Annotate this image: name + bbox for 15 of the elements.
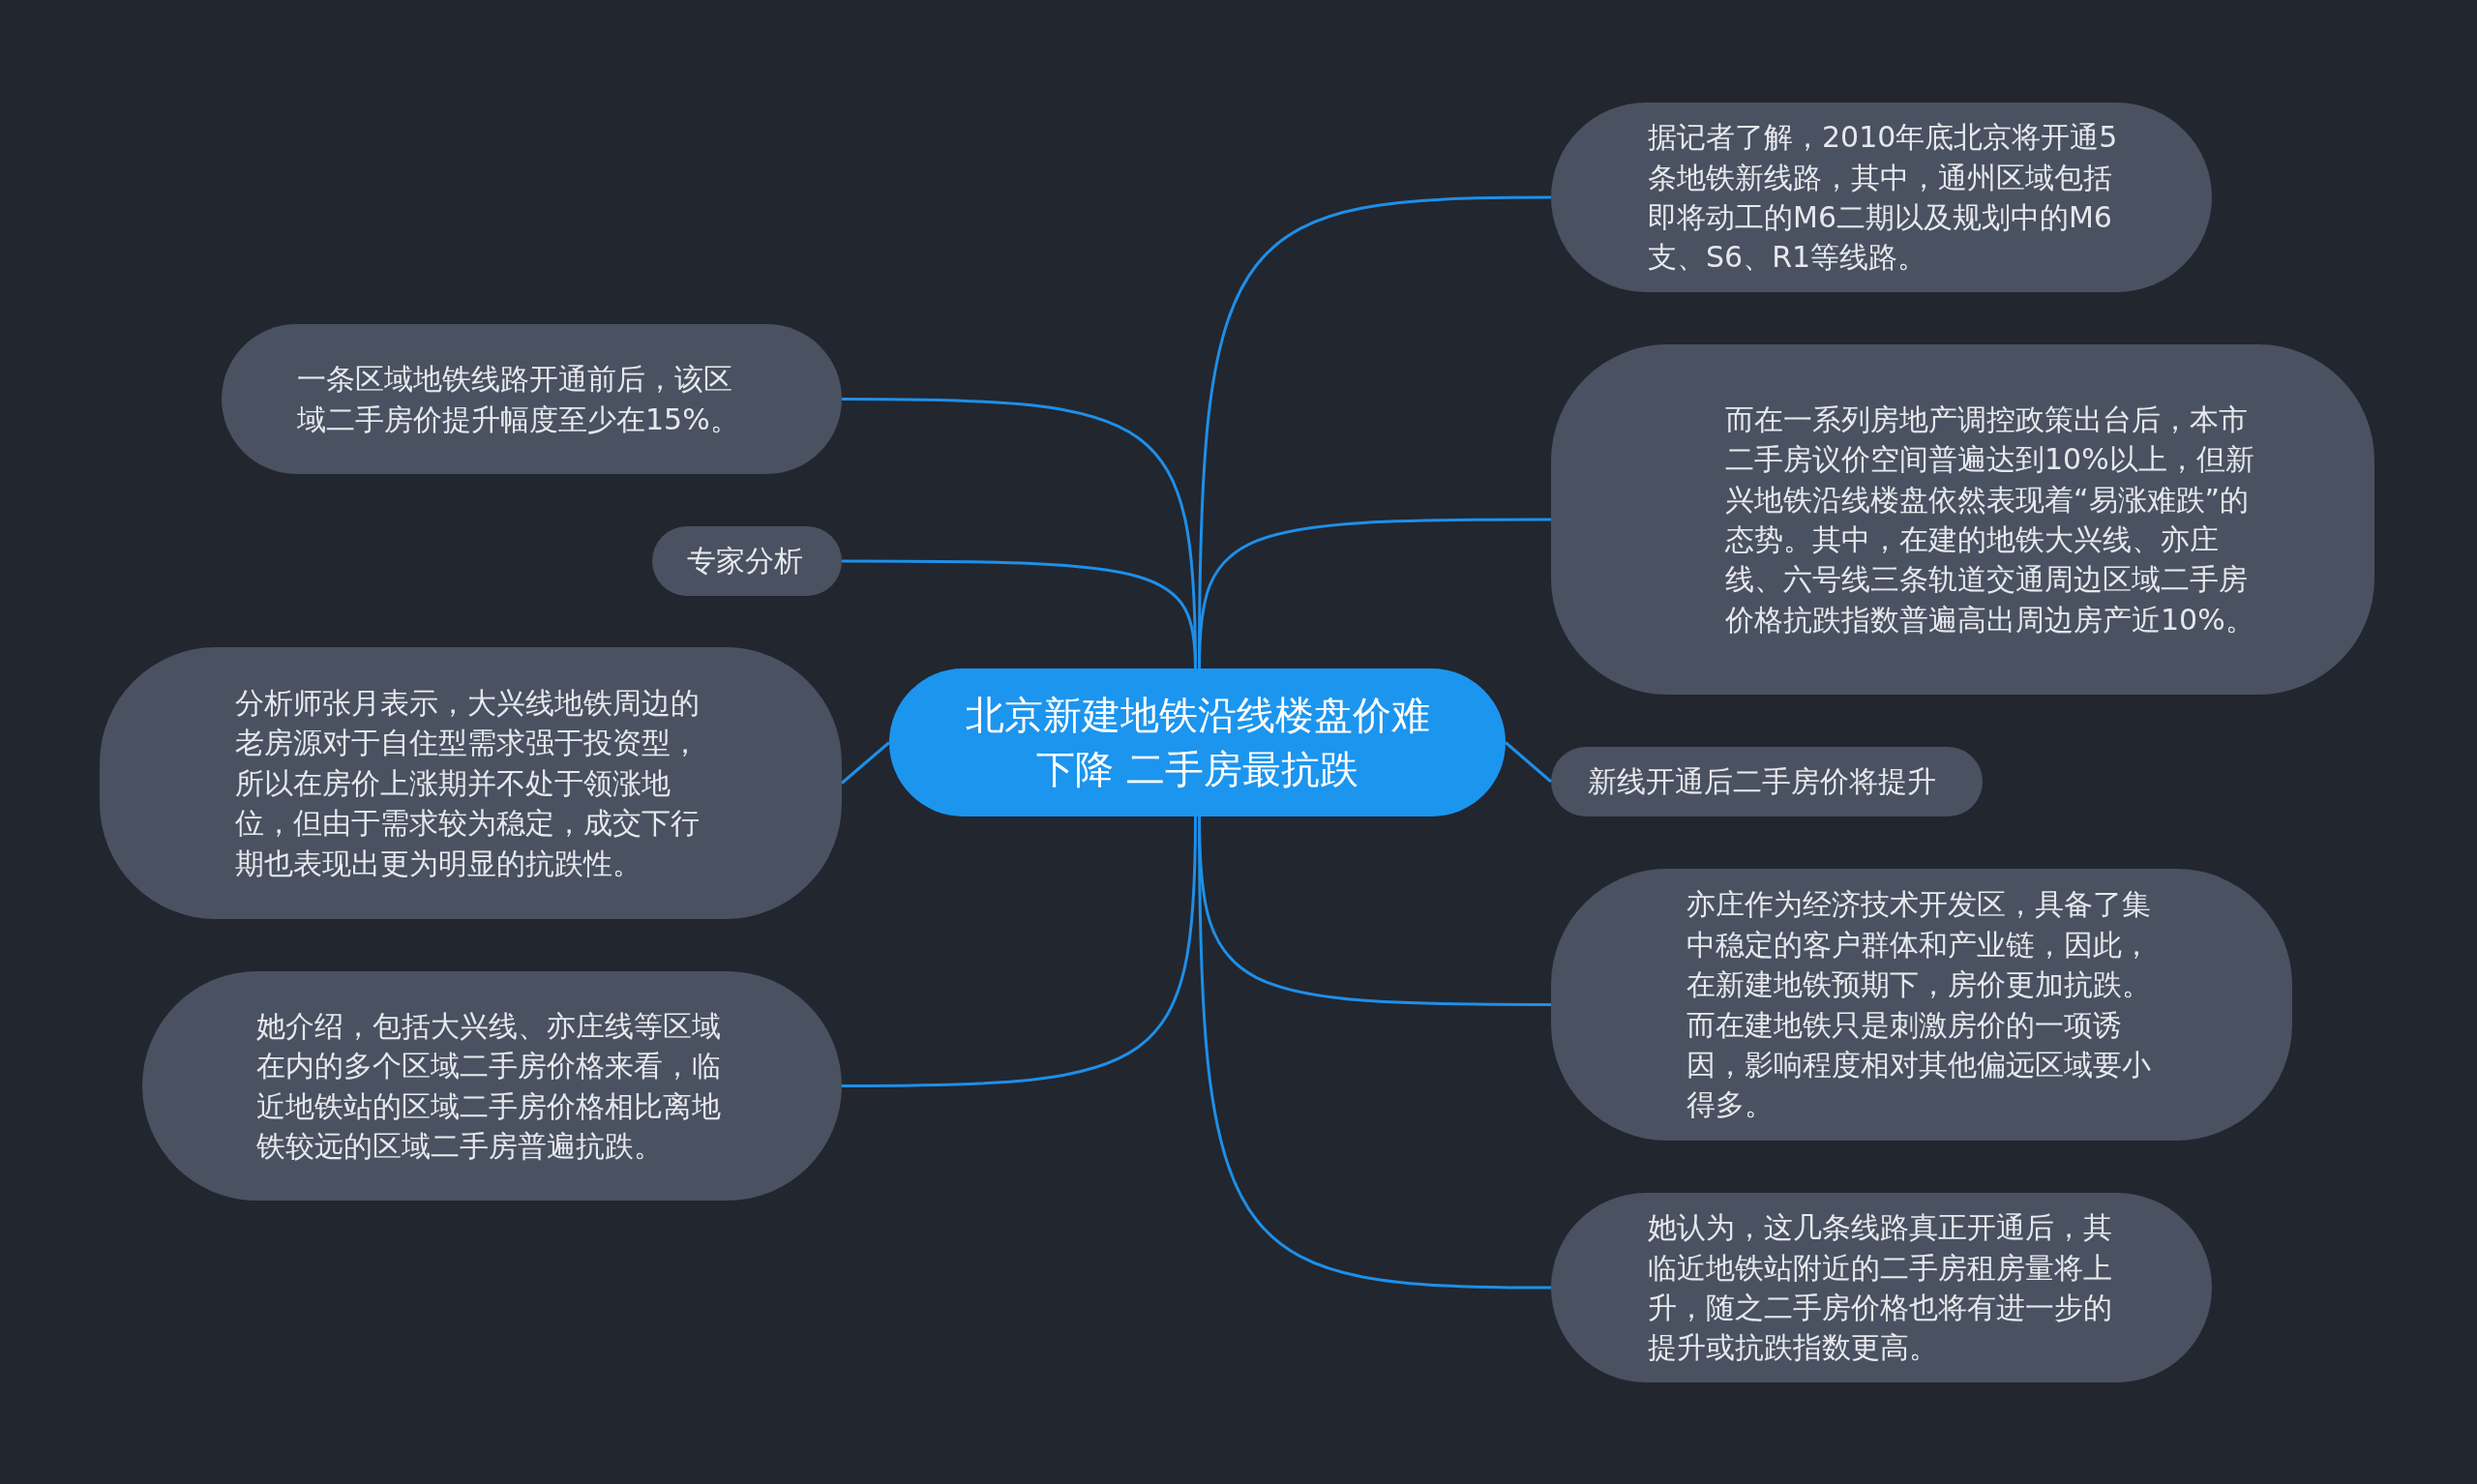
connector-line bbox=[842, 816, 1197, 1087]
connector-line bbox=[1505, 741, 1552, 784]
connector-line bbox=[841, 741, 890, 785]
topic-node: 她认为，这几条线路真正开通后，其临近地铁站附近的二手房租房量将上升，随之二手房价格也将有进一步的提升或抗跌指数更高。 bbox=[1551, 1193, 2212, 1382]
topic-node: 一条区域地铁线路开通前后，该区域二手房价提升幅度至少在15%。 bbox=[222, 324, 842, 474]
topic-node: 她介绍，包括大兴线、亦庄线等区域在内的多个区域二手房价格来看，临近地铁站的区域二手房价格相比离地铁较远的区域二手房普遍抗跌。 bbox=[142, 971, 842, 1201]
central-topic-node: 北京新建地铁沿线楼盘价难下降 二手房最抗跌 bbox=[889, 668, 1506, 816]
connector-line bbox=[842, 559, 1197, 669]
topic-node: 新线开通后二手房价将提升 bbox=[1551, 747, 1983, 816]
topic-node: 分析师张月表示，大兴线地铁周边的老房源对于自住型需求强于投资型，所以在房价上涨期并不处于领涨地位，但由于需求较为稳定，成交下行期也表现出更为明显的抗跌性。 bbox=[100, 647, 842, 919]
topic-node: 专家分析 bbox=[652, 526, 842, 596]
topic-node: 而在一系列房地产调控政策出台后，本市二手房议价空间普遍达到10%以上，但新兴地铁沿线楼盘依然表现着“易涨难跌”的态势。其中，在建的地铁大兴线、亦庄线、六号线三条轨道交通周边区域二手房价格抗跌指数普遍高出周边房产近10%。 bbox=[1551, 344, 2374, 695]
connector-line bbox=[1198, 816, 1551, 1290]
topic-node: 亦庄作为经济技术开发区，具备了集中稳定的客户群体和产业链，因此，在新建地铁预期下，房价更加抗跌。而在建地铁只是刺激房价的一项诱因，影响程度相对其他偏远区域要小得多。 bbox=[1551, 869, 2292, 1141]
topic-node: 据记者了解，2010年底北京将开通5条地铁新线路，其中，通州区域包括即将动工的M6二期以及规划中的M6支、S6、R1等线路。 bbox=[1551, 103, 2212, 292]
